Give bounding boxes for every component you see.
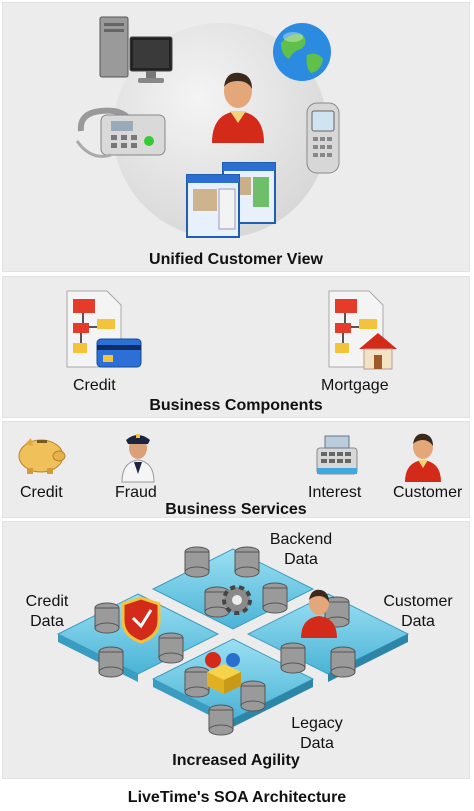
credit-label-line1: Credit (25, 593, 69, 610)
globe-icon (273, 23, 331, 81)
telephone-icon (75, 107, 166, 158)
legacy-label-line1: Legacy (291, 715, 343, 732)
service-interest-label: Interest (308, 484, 362, 501)
customer-person-icon (301, 589, 337, 638)
cash-register-icon (316, 435, 358, 475)
customer-label-line2: Data (401, 613, 435, 630)
credit-label-line2: Data (30, 613, 64, 630)
credit-data-label: Credit Data (17, 592, 77, 632)
diagram-caption: LiveTime's SOA Architecture (127, 789, 347, 806)
shield-icon (121, 596, 161, 644)
unified-customer-view-panel: Unified Customer View (2, 2, 470, 272)
backend-label-line2: Data (284, 551, 318, 568)
backend-label-line1: Backend (269, 531, 333, 548)
business-components-panel: Credit Mortgage Business Components (2, 276, 470, 418)
credit-card-icon (96, 338, 142, 368)
unified-customer-view-title: Unified Customer View (149, 251, 323, 268)
component-mortgage-label: Mortgage (321, 377, 389, 394)
legacy-data-label: Legacy Data (277, 714, 357, 754)
business-services-title: Business Services (165, 501, 307, 518)
piggy-bank-icon (18, 438, 66, 474)
application-windows-icon (186, 162, 276, 238)
gear-icon (222, 585, 252, 615)
database-stack-icon (184, 546, 288, 618)
service-customer-label: Customer (393, 484, 463, 501)
legacy-label-line2: Data (300, 735, 334, 752)
desktop-computer-icon (99, 16, 173, 83)
business-services-panel: Credit Fraud Interest Customer Business … (2, 421, 470, 518)
component-credit-label: Credit (73, 377, 116, 394)
mobile-phone-icon (306, 102, 340, 174)
customer-data-label: Customer Data (373, 592, 463, 632)
increased-agility-panel: Backend Data Credit Data Customer Data L… (2, 521, 470, 779)
house-icon (359, 333, 397, 370)
cube-icon (205, 652, 241, 694)
business-components-title: Business Components (149, 397, 323, 414)
service-credit-label: Credit (20, 484, 63, 501)
customer-person-icon (405, 433, 441, 482)
person-icon (212, 72, 264, 143)
backend-data-label: Backend Data (261, 530, 341, 570)
customer-label-line1: Customer (383, 593, 453, 610)
increased-agility-title: Increased Agility (172, 752, 300, 769)
police-officer-icon (121, 434, 155, 483)
service-fraud-label: Fraud (115, 484, 157, 501)
